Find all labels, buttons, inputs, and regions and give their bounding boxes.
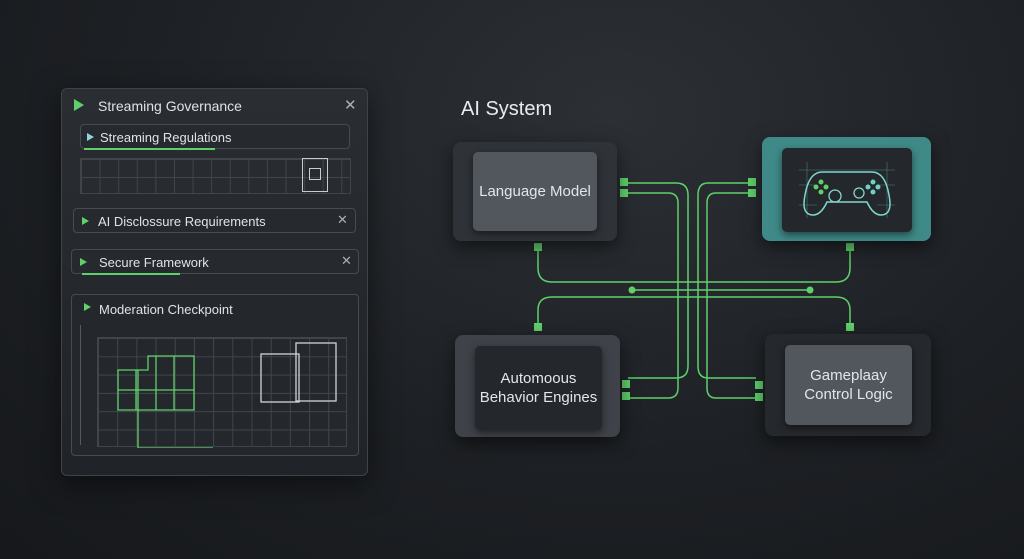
- item-ai-disclosure[interactable]: AI Disclossure Requirements ✕: [73, 208, 356, 233]
- governance-panel: Streaming Governance ✕ Streaming Regulat…: [61, 88, 368, 476]
- gamepad-icon: [799, 162, 895, 218]
- play-icon[interactable]: [74, 99, 84, 111]
- close-icon[interactable]: ✕: [337, 212, 348, 227]
- moderation-shapes: [117, 342, 337, 448]
- item-label: Secure Framework: [99, 255, 209, 270]
- close-icon[interactable]: ✕: [341, 253, 352, 268]
- play-icon: [84, 303, 91, 311]
- panel-title: Streaming Governance: [98, 98, 242, 114]
- node-label: Language Model: [473, 152, 597, 231]
- node-language-model[interactable]: Language Model: [453, 142, 617, 241]
- moderation-grid: [97, 337, 347, 448]
- play-icon: [87, 133, 94, 141]
- regulation-grid: [80, 158, 351, 194]
- node-label: Automoous Behavior Engines: [475, 346, 602, 430]
- item-label: Streaming Regulations: [100, 130, 232, 145]
- item-label: Moderation Checkpoint: [99, 302, 233, 317]
- item-secure-framework[interactable]: Secure Framework ✕: [71, 249, 359, 275]
- item-moderation-checkpoint[interactable]: Moderation Checkpoint: [71, 294, 359, 456]
- diagram-title: AI System: [461, 98, 553, 120]
- play-icon: [80, 258, 87, 266]
- frame-marker: [302, 158, 328, 192]
- item-streaming-regulations[interactable]: Streaming Regulations: [80, 124, 350, 150]
- node-gamepad[interactable]: [762, 137, 931, 241]
- play-icon: [82, 217, 89, 225]
- progress-underline: [84, 148, 215, 150]
- close-icon[interactable]: ✕: [344, 97, 357, 114]
- node-behavior-engines[interactable]: Automoous Behavior Engines: [455, 335, 620, 437]
- item-label: AI Disclossure Requirements: [98, 214, 266, 229]
- node-control-logic[interactable]: Gameplaay Control Logic: [765, 334, 931, 436]
- progress-underline: [82, 273, 180, 275]
- node-label: Gameplaay Control Logic: [785, 345, 912, 425]
